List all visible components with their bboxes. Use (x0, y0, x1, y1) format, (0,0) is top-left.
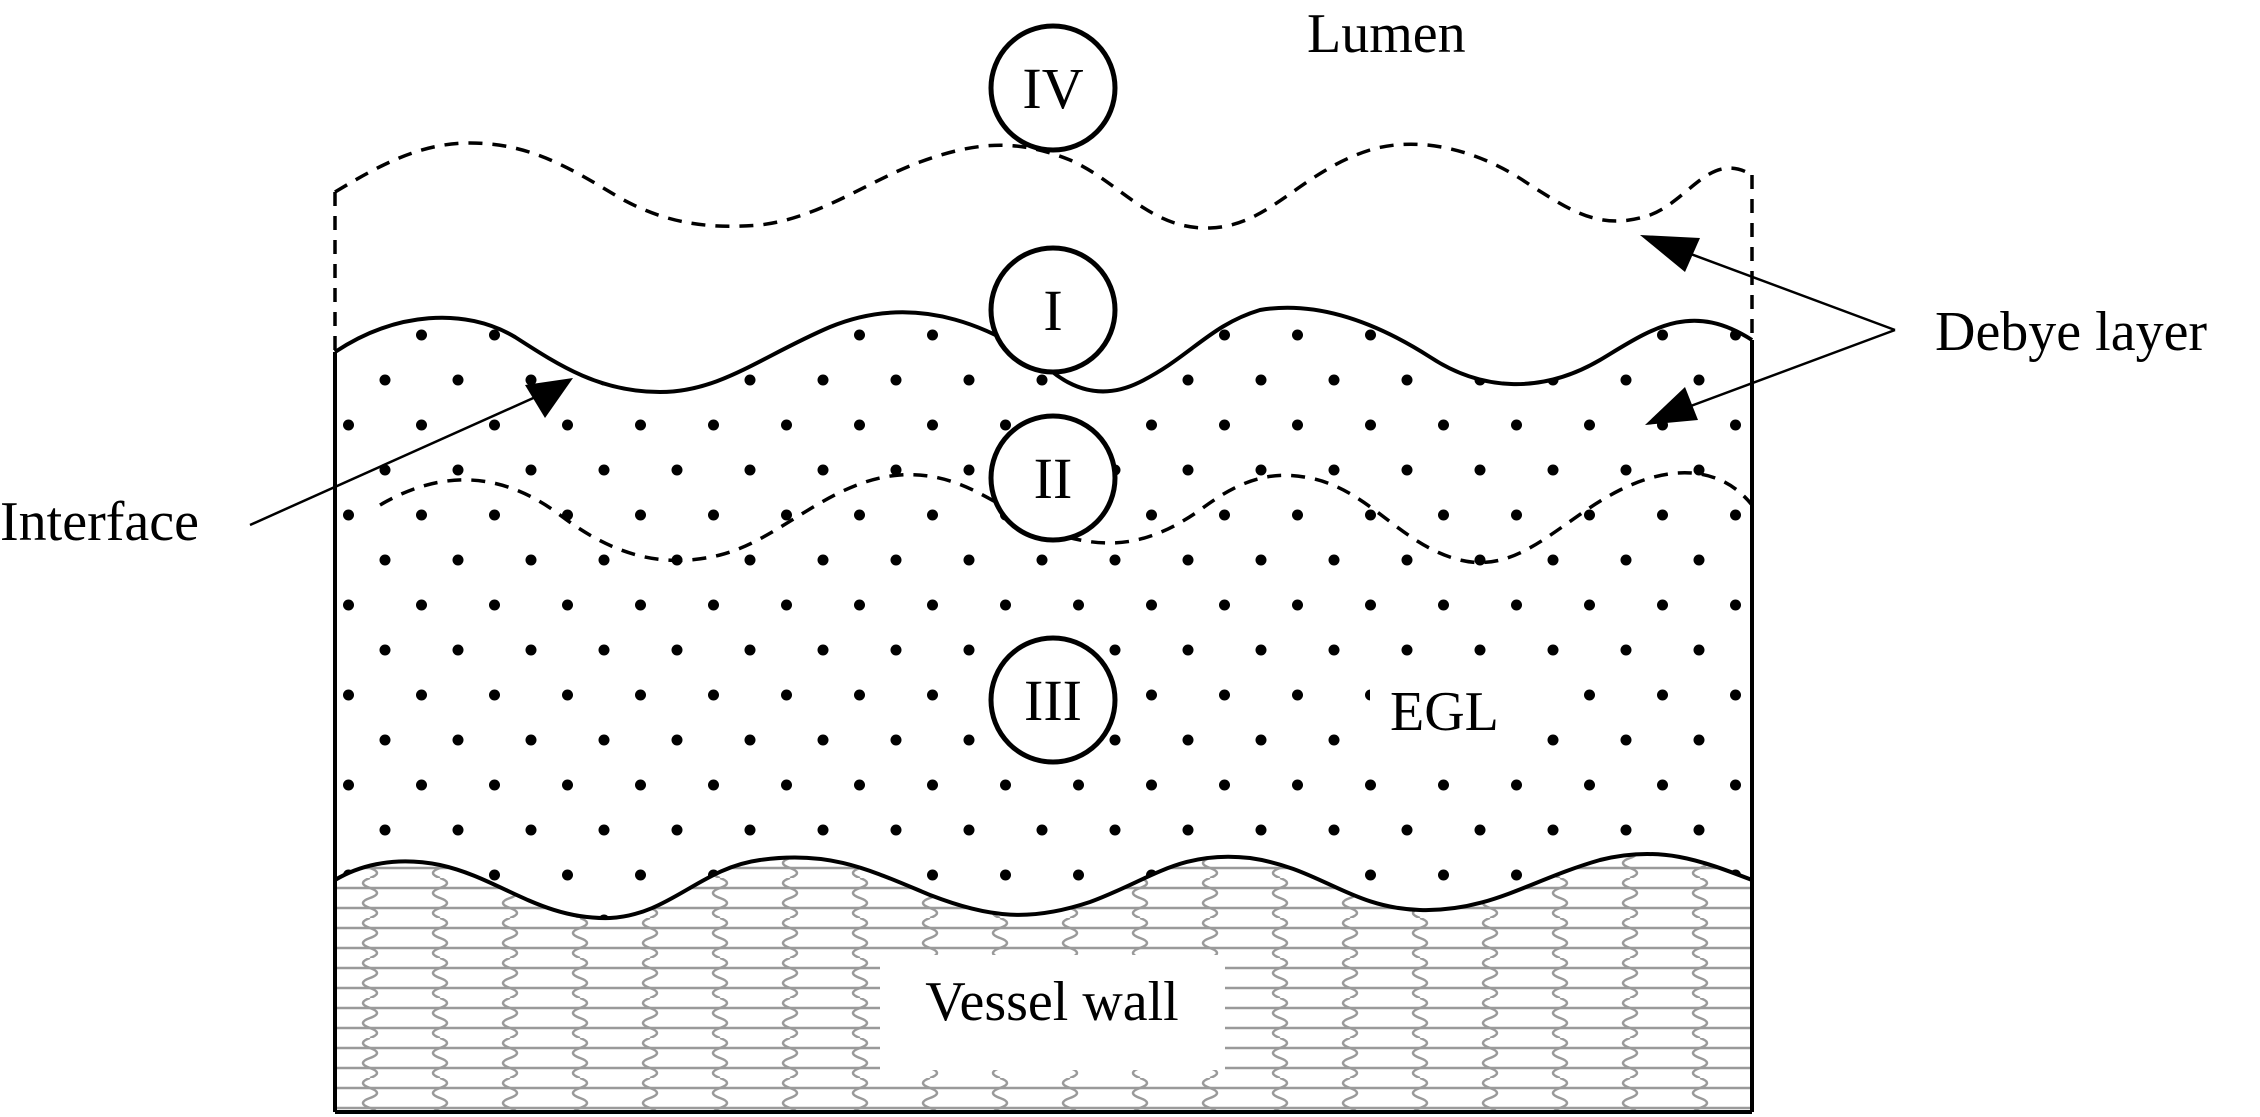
interface-arrow-line (249, 393, 541, 527)
region-1-label: I (1043, 278, 1062, 343)
debye-outer-boundary (334, 141, 1753, 230)
egl-region (335, 307, 1752, 919)
lumen-label: Lumen (1307, 3, 1466, 65)
debye-inner-boundary (379, 471, 1754, 565)
interface-arrow-head (525, 378, 573, 418)
debye-arrow-upper-head (1640, 235, 1700, 272)
vessel-wall-boundary (333, 851, 1753, 921)
region-3-marker: III (988, 635, 1118, 765)
region-4-label: IV (1022, 56, 1083, 121)
debye-arrow-lower-head (1645, 387, 1698, 425)
debye-arrow-upper-line (1679, 248, 1896, 332)
vessel-wall-label-bg (880, 955, 1225, 1070)
region-4-marker: IV (988, 23, 1118, 153)
vessel-wall-label: Vessel wall (925, 971, 1179, 1033)
interface-label: Interface (0, 491, 199, 553)
region-2-label: II (1034, 446, 1073, 511)
egl-label: EGL (1390, 681, 1499, 743)
region-1-marker: I (988, 245, 1118, 375)
debye-arrow-lower-line (1679, 328, 1896, 412)
interface-curve (333, 305, 1754, 395)
egl-label-bg (1370, 660, 1545, 760)
region-2-marker: II (988, 413, 1118, 543)
debye-layer-label: Debye layer (1935, 301, 2207, 363)
region-3-label: III (1024, 668, 1082, 733)
